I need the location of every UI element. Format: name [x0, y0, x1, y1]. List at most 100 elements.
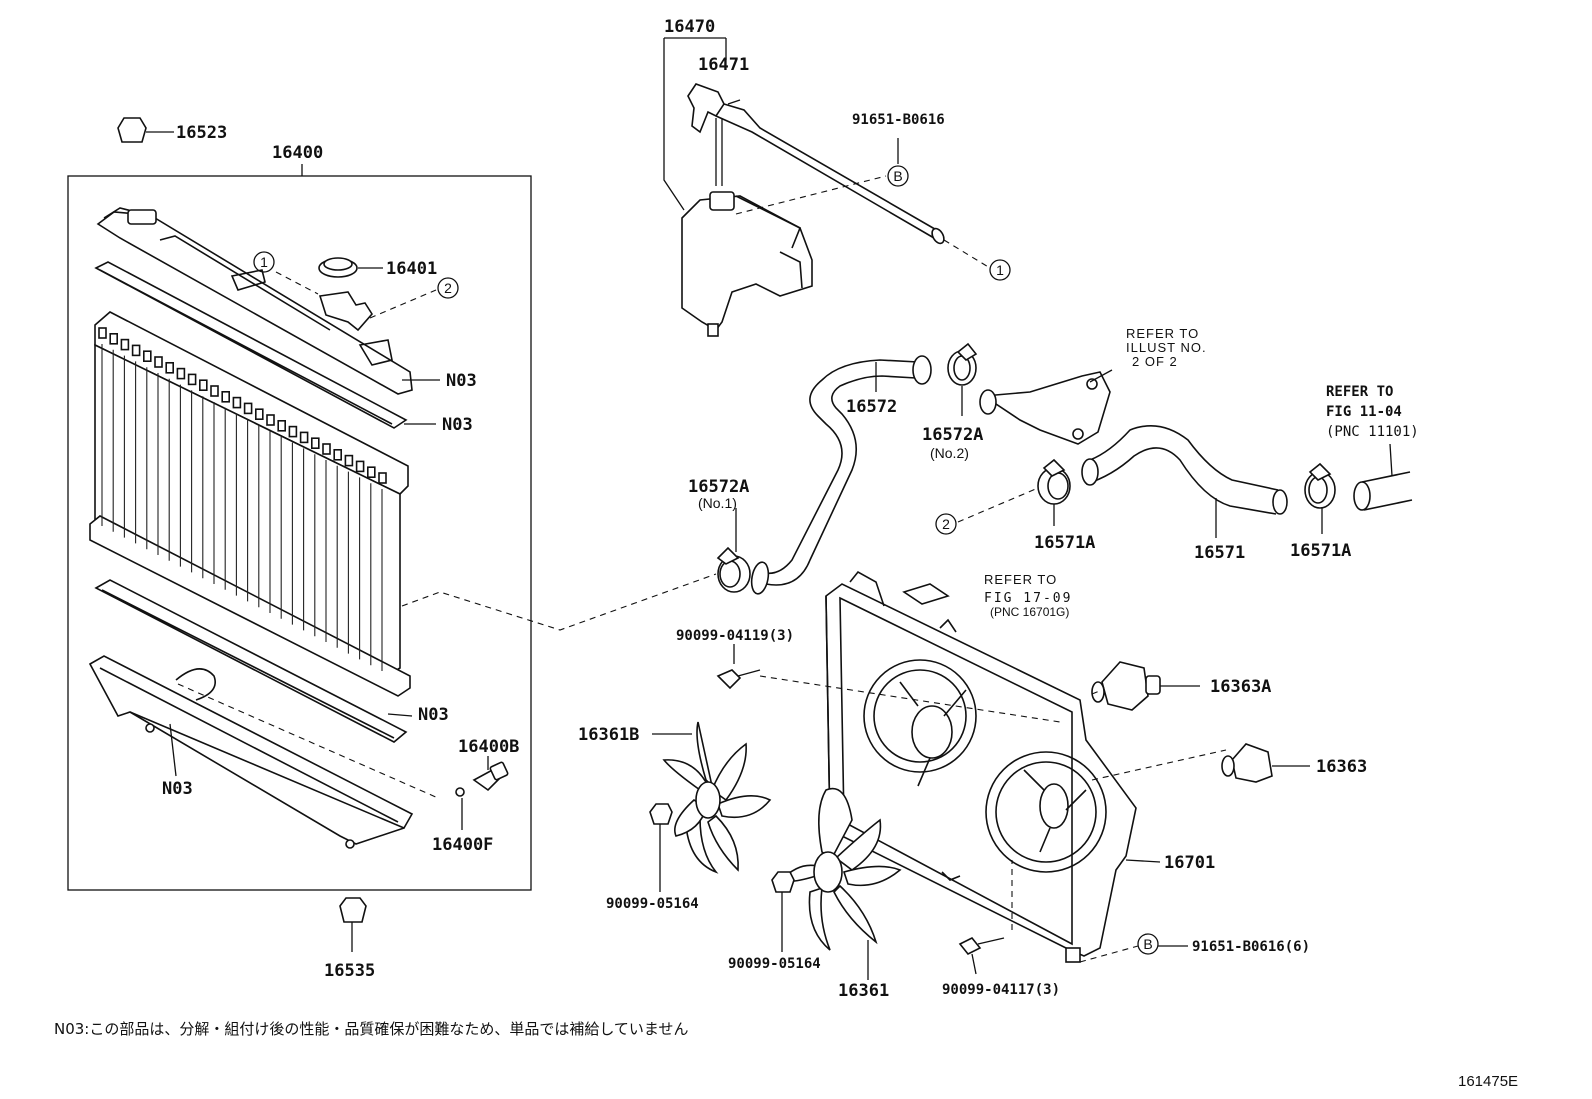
bolt-90099-04117 [958, 936, 1005, 975]
svg-text:(PNC 16701G): (PNC 16701G) [990, 605, 1069, 619]
mount-cushion-top [117, 117, 174, 143]
upper-tank [96, 207, 413, 395]
core-tab [378, 472, 387, 484]
svg-text:REFER TO: REFER TO [984, 572, 1057, 587]
sublabel-no1: (No.1) [698, 495, 737, 511]
label-16535: 16535 [324, 961, 375, 981]
callout-2-mid: 2 [935, 513, 957, 535]
callout-1-right: 1 [989, 259, 1011, 281]
label-90099-04117: 90099-04117(3) [942, 982, 1060, 998]
label-16572: 16572 [846, 397, 897, 417]
callout-2-top: 2 [437, 277, 459, 299]
core-tab [98, 327, 107, 339]
label-90099-05164-mid: 90099-05164 [728, 956, 821, 972]
core-tab [299, 431, 309, 444]
core-tab [109, 332, 118, 345]
core-tab [322, 443, 331, 455]
nut-90099-05164-mid [771, 871, 795, 952]
callout-b-top: B [887, 165, 909, 187]
label-91651-b0616-6: 91651-B0616(6) [1192, 939, 1310, 955]
label-16471: 16471 [698, 55, 749, 75]
core-tab [176, 367, 186, 380]
label-16361b: 16361B [578, 725, 639, 745]
core-tab [288, 425, 298, 438]
ref-illust-2-of-2: REFER TO ILLUST NO. 2 OF 2 [1126, 326, 1207, 369]
label-16400: 16400 [272, 143, 323, 163]
reservoir-tank [663, 37, 945, 337]
svg-text:FIG 17-09: FIG 17-09 [984, 591, 1072, 606]
core-tab [187, 373, 197, 386]
mount-cushion-bottom [339, 897, 367, 952]
svg-text:2: 2 [444, 280, 452, 296]
sublabel-no2: (No.2) [930, 445, 969, 461]
core-tab [243, 402, 253, 415]
hose-16571 [1089, 424, 1279, 491]
radiator-core [89, 311, 411, 697]
core-tab [366, 466, 376, 479]
ref-fig-11-04: REFER TO FIG 11-04 (PNC 11101) [1326, 384, 1419, 440]
svg-text:B: B [1143, 936, 1152, 952]
fan-motor-16363A [1091, 661, 1200, 711]
figure-id: 161475E [1458, 1073, 1518, 1090]
fan-16361B [652, 721, 772, 874]
svg-text:REFER TO: REFER TO [1326, 384, 1393, 400]
lower-tank [88, 655, 414, 849]
label-n03-1: N03 [446, 371, 477, 391]
clamp-16571A-left [1037, 458, 1071, 505]
label-90099-05164-left: 90099-05164 [606, 896, 699, 912]
engine-pipe [1353, 443, 1413, 511]
core-tab [143, 350, 152, 363]
svg-text:ILLUST NO.: ILLUST NO. [1126, 340, 1207, 355]
core-tab [255, 408, 264, 421]
clamp-16571A-right [1304, 462, 1336, 509]
core-tab [232, 396, 242, 409]
hose-16572 [755, 359, 919, 575]
label-16572a-no2: 16572A [922, 425, 983, 445]
core-tab [120, 338, 130, 351]
label-16361: 16361 [838, 981, 889, 1001]
core-tab [310, 437, 320, 450]
radiator-cap [318, 257, 383, 278]
water-outlet [979, 371, 1111, 445]
clamp-16572A-no2 [947, 342, 978, 386]
label-16363: 16363 [1316, 757, 1367, 777]
caution-label [902, 583, 950, 605]
label-16470: 16470 [664, 17, 715, 37]
core-tab [165, 361, 174, 374]
callout-1-left: 1 [253, 251, 275, 273]
core-tab [199, 379, 208, 392]
drain-cock [455, 761, 509, 797]
fan-shroud [825, 570, 1137, 963]
svg-text:B: B [893, 168, 902, 184]
label-16571: 16571 [1194, 543, 1245, 563]
svg-text:REFER TO: REFER TO [1126, 326, 1199, 341]
label-n03-3: N03 [418, 705, 449, 725]
upper-gasket [94, 261, 408, 429]
core-tab [355, 460, 365, 473]
label-90099-04119: 90099-04119(3) [676, 628, 794, 644]
footer-note: N03:この部品は、分解・組付け後の性能・品質確保が困難なため、単品では補給して… [54, 1020, 688, 1038]
label-n03-2: N03 [442, 415, 473, 435]
core-tab [333, 448, 343, 461]
svg-text:2: 2 [942, 516, 950, 532]
ref-fig-17-09: REFER TO FIG 17-09 (PNC 16701G) [984, 572, 1072, 619]
label-16400b: 16400B [458, 737, 519, 757]
callout-b-bottom: B [1137, 933, 1159, 955]
label-n03-4: N03 [162, 779, 193, 799]
svg-text:FIG 11-04: FIG 11-04 [1326, 404, 1402, 420]
radiator-assembly-frame [67, 175, 532, 891]
core-tab [277, 419, 287, 432]
label-16571a-left: 16571A [1034, 533, 1095, 553]
svg-text:2 OF 2: 2 OF 2 [1132, 354, 1178, 369]
label-91651-b0616-top: 91651-B0616 [852, 112, 945, 128]
fan-16361 [780, 787, 902, 980]
core-tab [131, 344, 141, 357]
core-tab [154, 356, 163, 368]
svg-text:(PNC 11101): (PNC 11101) [1326, 424, 1419, 440]
label-16363a: 16363A [1210, 677, 1271, 697]
label-16571a-right: 16571A [1290, 541, 1351, 561]
core-tab [344, 454, 354, 467]
label-16400f: 16400F [432, 835, 493, 855]
lower-gasket [94, 579, 408, 743]
